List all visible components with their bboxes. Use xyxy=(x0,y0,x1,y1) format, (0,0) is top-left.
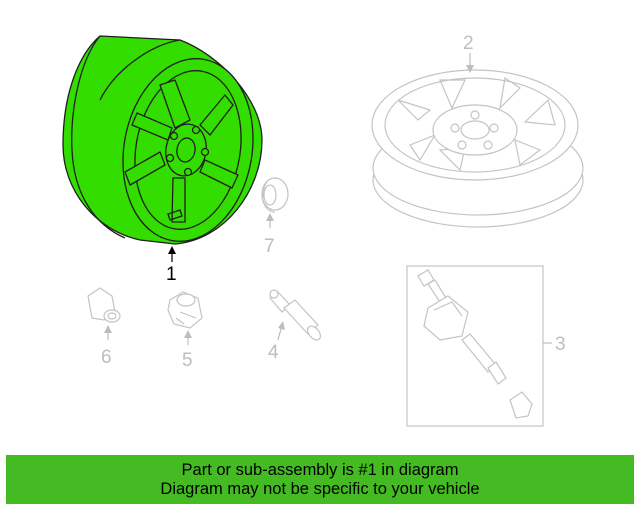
callout-1-label: 1 xyxy=(166,264,177,285)
parts-diagram: 1 2 7 6 xyxy=(62,33,584,427)
callout-6-label: 6 xyxy=(101,347,112,368)
lock-nut-part-6[interactable] xyxy=(87,287,121,323)
center-cap-part-7[interactable] xyxy=(261,177,289,213)
callout-6: 6 xyxy=(101,325,112,368)
callout-1: 1 xyxy=(166,246,177,285)
banner-line-1: Part or sub-assembly is #1 in diagram xyxy=(181,461,459,479)
callout-2-label: 2 xyxy=(463,33,474,54)
banner-line-2: Diagram may not be specific to your vehi… xyxy=(160,480,480,498)
callout-3-label: 3 xyxy=(555,334,566,355)
callout-5: 5 xyxy=(182,330,193,371)
spare-wheel-part-2[interactable] xyxy=(371,69,584,228)
callout-4-label: 4 xyxy=(268,342,279,363)
alloy-wheel-part-1[interactable] xyxy=(62,35,267,252)
lug-nut-part-5[interactable] xyxy=(167,291,203,329)
callout-2: 2 xyxy=(463,33,474,73)
part-info-banner: Part or sub-assembly is #1 in diagram Di… xyxy=(6,455,634,504)
callout-3: 3 xyxy=(543,334,566,355)
callout-7-label: 7 xyxy=(264,236,275,257)
callout-5-label: 5 xyxy=(182,350,193,371)
tire-pressure-sensor-part-4[interactable] xyxy=(269,289,323,342)
callout-7: 7 xyxy=(264,213,275,257)
callout-4: 4 xyxy=(268,321,285,363)
tpms-sensor-kit-part-3[interactable] xyxy=(406,265,544,427)
